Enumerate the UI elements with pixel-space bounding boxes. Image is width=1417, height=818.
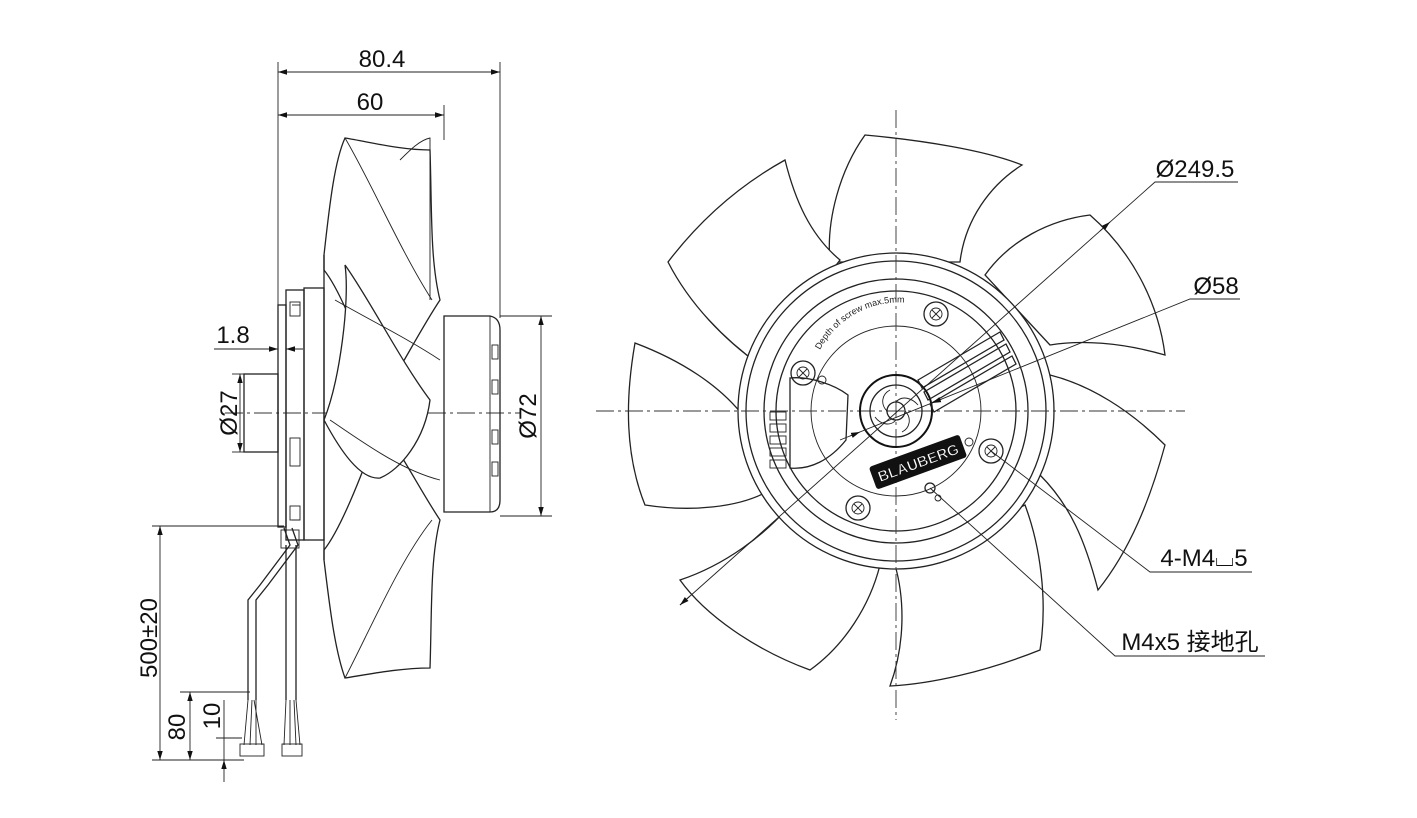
dim-text-80-4: 80.4 [359,46,406,73]
front-blade-2 [984,214,1166,356]
wire-ends-left [243,699,263,746]
cable-left-outer [247,527,291,700]
label-mount-holes: 4-M4⌴5 [1160,545,1247,572]
dim-text-1-8: 1.8 [216,322,249,349]
front-view: Depth of screw max.5mm BLAUBERG Ø249.5 Ø… [596,110,1265,720]
connector-pocket [789,377,849,469]
screw-hole-1 [923,301,949,327]
center-shaft-inner [869,384,923,438]
motor-body [443,315,501,513]
screw-hole-4 [845,495,871,521]
hub-stub [243,373,279,453]
cable-channel-2 [923,343,1011,401]
terminal-block [769,411,787,469]
front-blade-3 [1039,374,1166,592]
dim-text-10: 10 [199,703,226,730]
dim-text-60: 60 [357,89,384,116]
center-shaft-outer [859,374,933,448]
flange-plate [277,304,287,528]
wire-ends-right [283,699,301,746]
leader-ground [929,487,1265,657]
side-view: 80.4 60 Ø72 [136,46,552,782]
dim-text-249-5: Ø249.5 [1156,156,1235,183]
label-ground-hole: M4x5 接地孔 [1121,629,1258,656]
blade-profile-mid [323,264,431,479]
dim-text-27: Ø27 [216,390,243,435]
ground-hole [924,482,936,494]
screw-hole-2 [790,360,816,386]
dim-text-72: Ø72 [515,393,542,438]
dim-text-500: 500±20 [136,598,163,678]
cable-channel-3 [929,355,1017,413]
leader-58 [839,298,1240,441]
leader-249-5 [679,181,1238,606]
hub-ring [303,287,325,541]
front-blade-1 [828,134,1024,263]
dim-text-58: Ø58 [1193,273,1238,300]
cable-left-inner [255,527,299,700]
leader-4-m4 [990,450,1252,573]
front-blade-6 [627,342,771,509]
dim-text-80: 80 [164,714,191,741]
cable-channel-1 [917,331,1005,389]
motor-back [285,289,305,541]
